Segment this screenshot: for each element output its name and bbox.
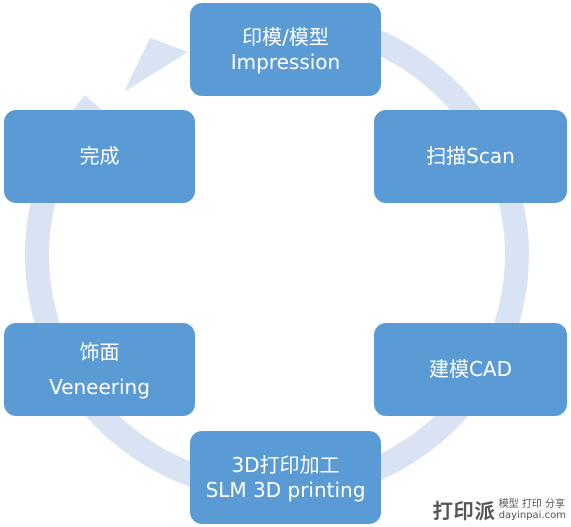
step-impression-zh: 印模/模型 xyxy=(242,24,329,49)
step-veneer-en: Veneering xyxy=(49,374,150,399)
watermark-logo: 打印派 xyxy=(432,499,496,523)
step-impression-en: Impression xyxy=(230,49,341,74)
step-cad: 建模CAD xyxy=(374,323,567,416)
step-cad-label: 建模CAD xyxy=(428,357,513,381)
watermark-text: 模型 打印 分享 dayinpai.com xyxy=(499,499,566,521)
step-veneer-zh: 饰面 xyxy=(79,339,120,364)
step-veneering: 饰面 Veneering xyxy=(4,323,195,416)
watermark: 打印派 模型 打印 分享 dayinpai.com xyxy=(429,494,569,525)
step-done: 完成 xyxy=(4,110,195,203)
step-3d-printing: 3D打印加工 SLM 3D printing xyxy=(190,431,381,524)
step-scan-label: 扫描Scan xyxy=(426,144,515,168)
watermark-site: dayinpai.com xyxy=(498,509,566,521)
step-print-zh: 3D打印加工 xyxy=(231,452,340,477)
step-impression: 印模/模型 Impression xyxy=(190,3,381,96)
watermark-tagline: 模型 打印 分享 xyxy=(498,498,566,510)
arrow-head xyxy=(124,38,188,92)
step-done-label: 完成 xyxy=(79,144,120,168)
step-print-en: SLM 3D printing xyxy=(205,477,366,502)
cycle-arrow xyxy=(24,30,529,503)
step-scan: 扫描Scan xyxy=(374,110,567,203)
